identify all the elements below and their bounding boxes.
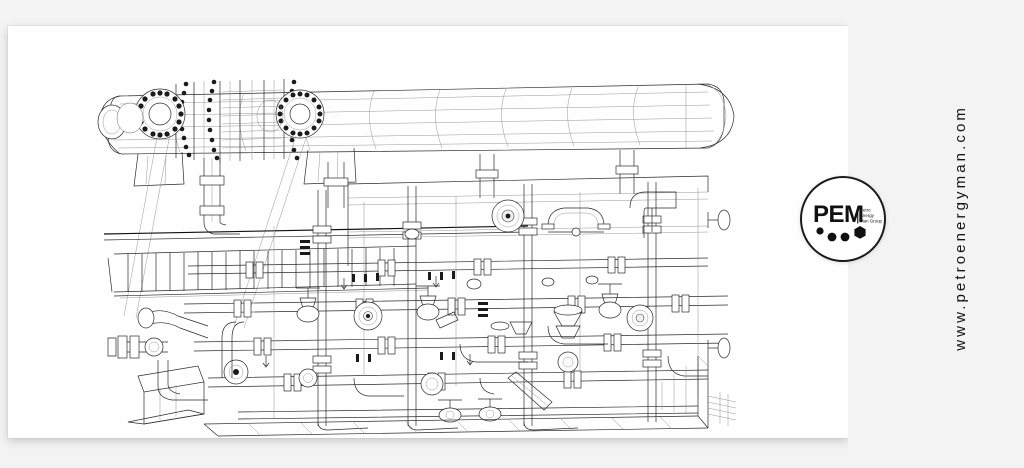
upper-right-piping-detail [541,207,611,237]
pipe-flanges [233,215,690,392]
reducer [555,325,581,339]
svg-text:Energy: Energy [860,213,875,218]
gate-valve [416,285,440,321]
gate-valve [707,209,731,231]
shell-vessel-group [97,83,735,155]
pipe-elbows [221,191,708,397]
website-url-watermark: www.petroenergyman.com [952,52,969,404]
vessel-drop-nozzles [199,150,639,235]
branding-rail: PEM Petro Energy Man Group www.petroener… [800,0,1024,468]
pem-logo-svg: PEM Petro Energy Man Group [813,201,883,242]
gate-valve [478,398,502,422]
svg-text:Petro: Petro [860,208,871,213]
concentric-fitting [223,359,249,385]
bolt-circle-bundle-mid [206,79,220,161]
concentric-fitting [298,368,318,388]
drawing-canvas [8,26,848,438]
channel-head-right [256,89,325,139]
gate-valve [707,337,731,359]
channel-head-left [134,88,186,140]
svg-text:Man Group: Man Group [860,219,883,224]
misc-details [262,228,737,426]
leader-lines [123,131,307,329]
process-piping [183,175,729,431]
gate-valves [296,209,731,423]
pem-dots [816,226,866,242]
concentric-fitting [626,304,654,332]
concentric-fitting [557,351,579,373]
drawing-sheet [8,26,848,438]
tube-bundle-group [175,79,300,162]
concentric-fitting [491,199,525,233]
pem-tagline: Petro Energy Man Group [857,206,883,224]
nozzle-opening-left [116,102,144,134]
gate-valve [296,287,320,323]
concentric-fitting [353,301,383,331]
svg-text:PEM: PEM [813,201,864,228]
reducer [509,321,533,335]
gate-valve [598,283,622,319]
base-skid [127,355,709,437]
left-lower-piping [107,307,209,401]
gate-valve [438,399,462,423]
instrument-fittings [223,199,654,396]
pem-wordmark: PEM [813,201,864,228]
technical-drawing-svg [97,79,737,437]
concentric-fitting [420,372,444,396]
website-url-text: www.petroenergyman.com [952,105,969,351]
pem-logo[interactable]: PEM Petro Energy Man Group [800,176,886,262]
